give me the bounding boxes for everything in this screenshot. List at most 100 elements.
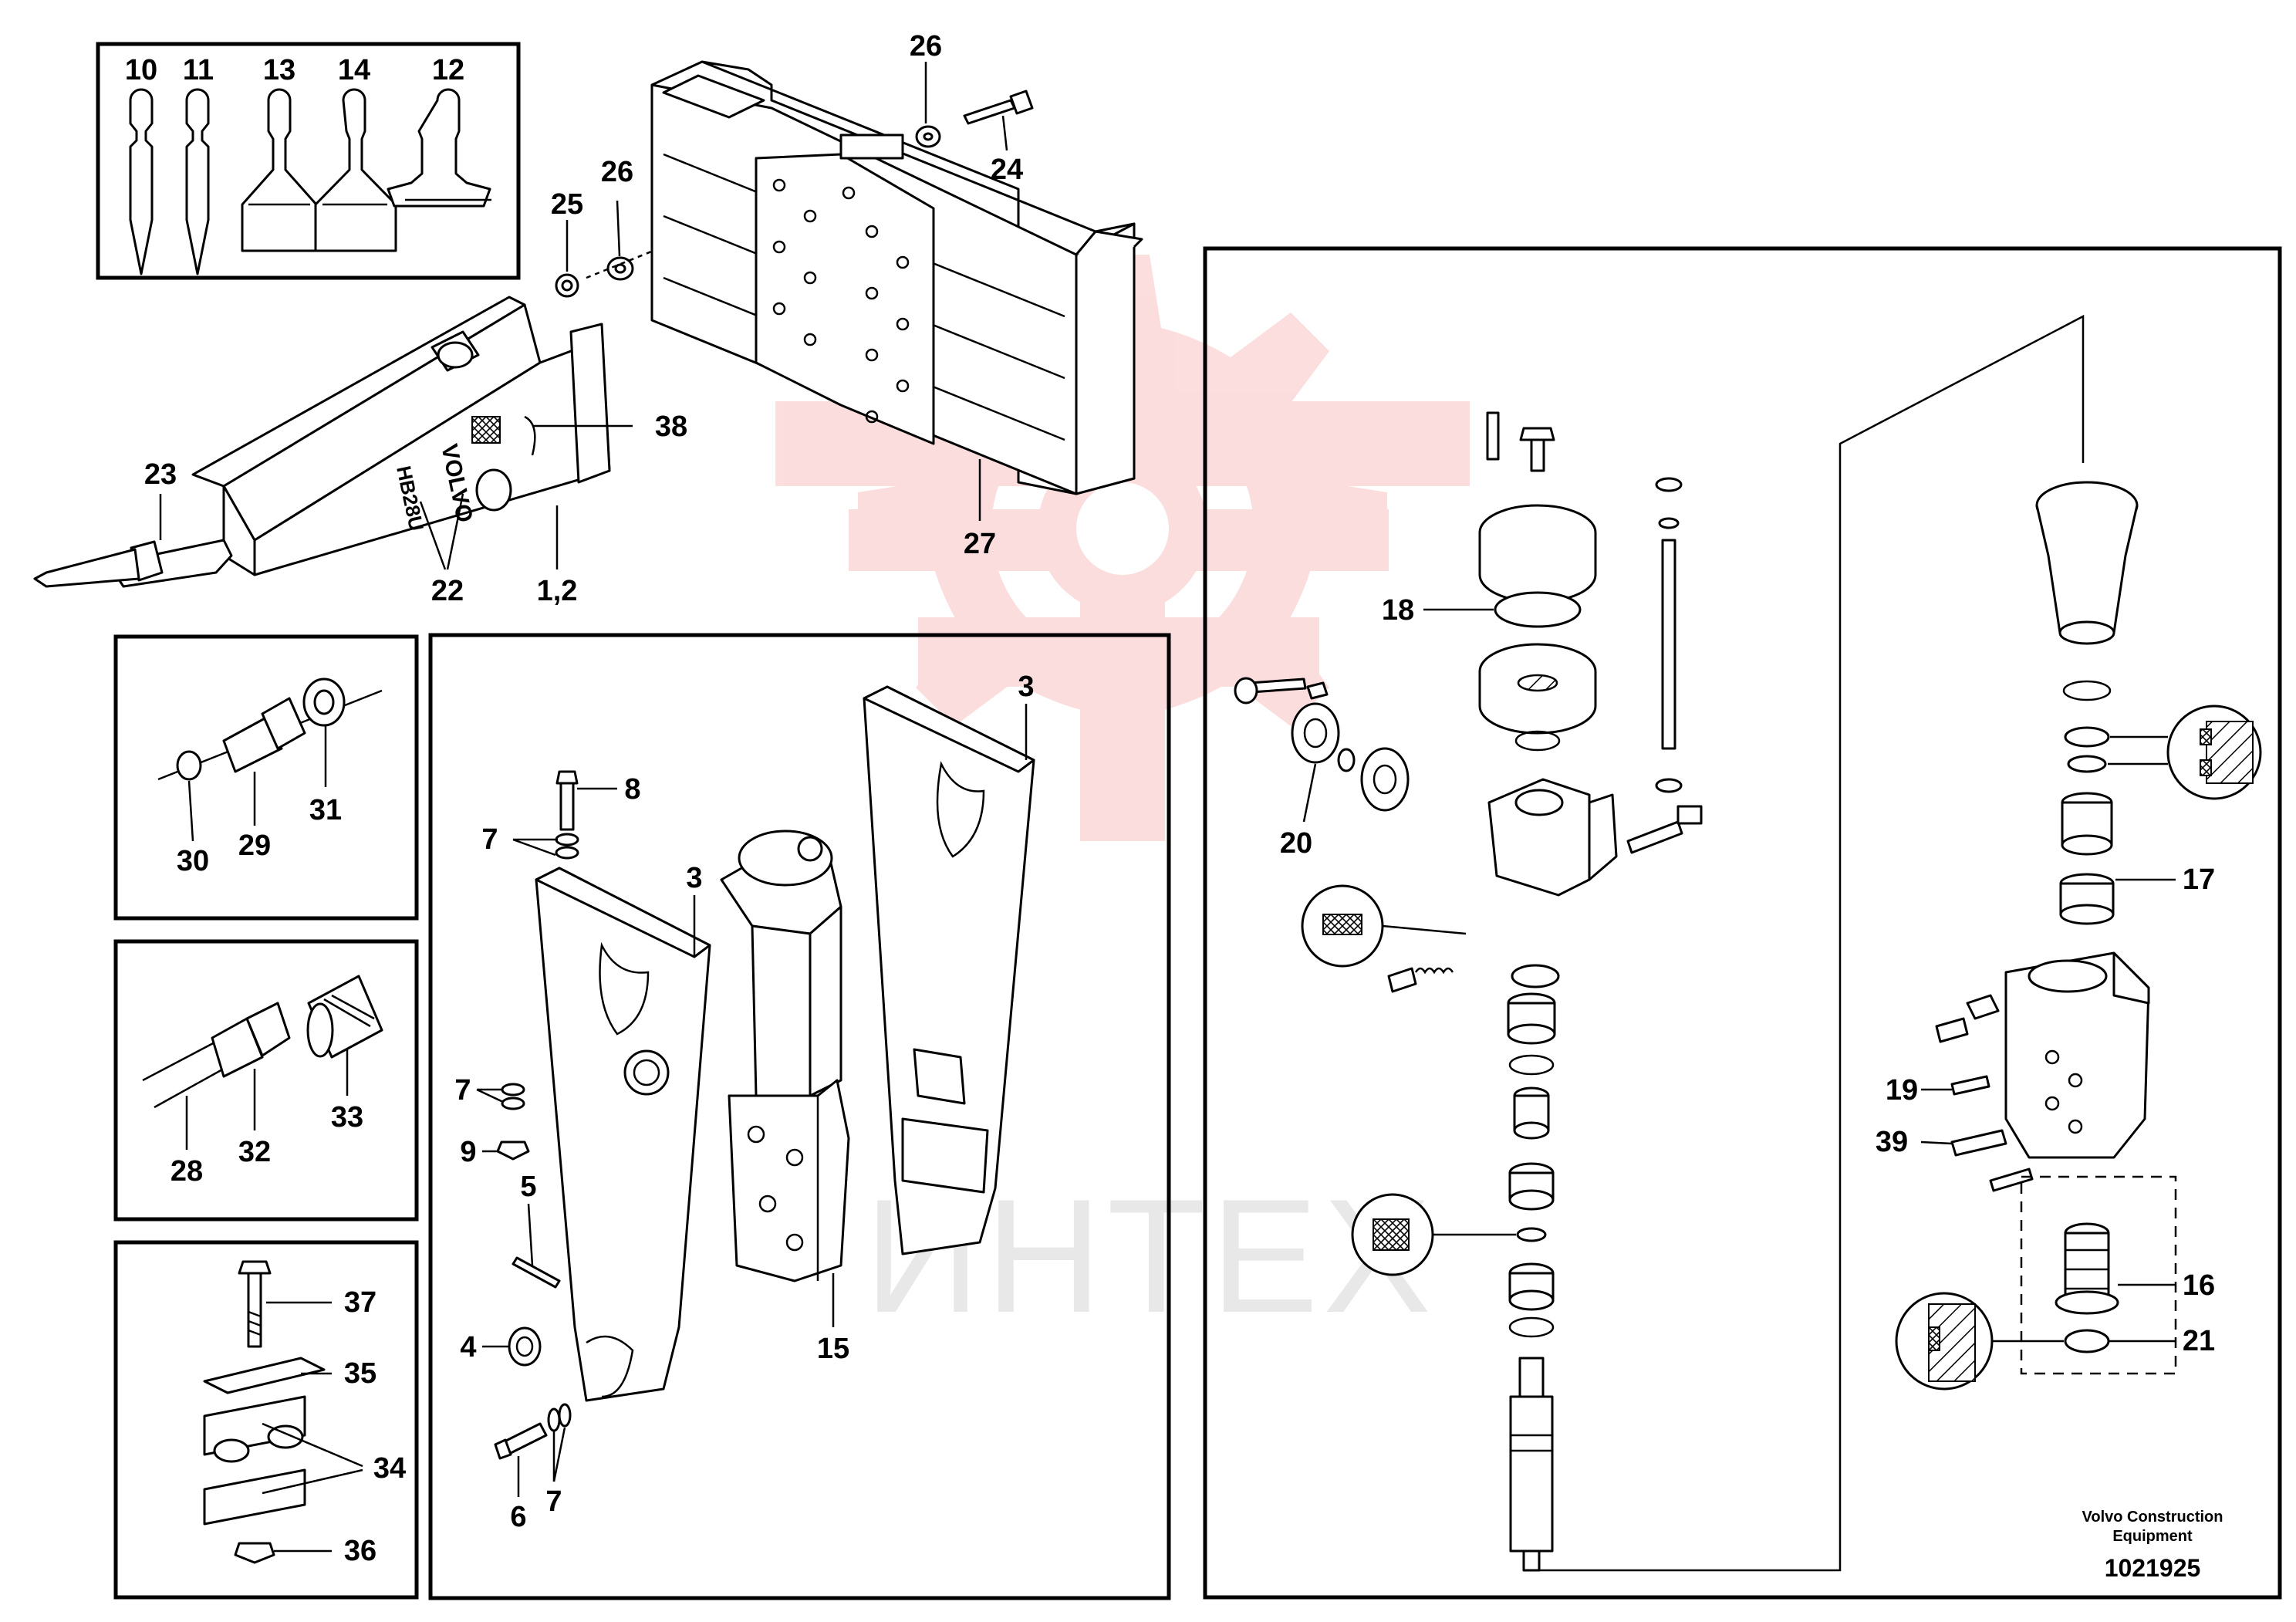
side-plate-3-left bbox=[535, 867, 711, 1402]
callout-28: 28 bbox=[171, 1155, 203, 1188]
callout-18: 18 bbox=[1382, 594, 1414, 627]
seal-detail-circle-3 bbox=[2166, 705, 2262, 800]
tool-blunt-13 bbox=[241, 88, 318, 252]
callout-1-2: 1,2 bbox=[537, 575, 578, 607]
callout-9: 9 bbox=[460, 1136, 476, 1168]
dashed-detail-box bbox=[2020, 1175, 2177, 1375]
pin-19 bbox=[1950, 1075, 1990, 1096]
fitting-29 bbox=[222, 697, 306, 773]
callout-20: 20 bbox=[1280, 827, 1312, 860]
callout-33: 33 bbox=[331, 1101, 363, 1134]
callout-30: 30 bbox=[177, 845, 209, 877]
callout-25: 25 bbox=[551, 188, 583, 221]
callout-10: 10 bbox=[125, 54, 157, 86]
callout-21: 21 bbox=[2183, 1325, 2215, 1357]
callout-7-top: 7 bbox=[481, 823, 498, 856]
callout-16: 16 bbox=[2183, 1269, 2215, 1302]
tie-rod bbox=[1655, 477, 1683, 793]
nut-36 bbox=[234, 1542, 275, 1564]
callout-26-upper: 26 bbox=[910, 30, 942, 63]
washers-7-mid bbox=[501, 1083, 525, 1110]
callout-12: 12 bbox=[432, 54, 464, 86]
o-ring-30 bbox=[176, 750, 202, 781]
ring-21 bbox=[2064, 1329, 2110, 1353]
bushing-4 bbox=[508, 1326, 542, 1367]
callout-39: 39 bbox=[1876, 1126, 1908, 1158]
callout-29: 29 bbox=[238, 830, 271, 862]
seal-detail-circle-2 bbox=[1351, 1193, 1434, 1276]
breaker-assembly: VOLVO HB28U bbox=[33, 296, 611, 588]
callout-13: 13 bbox=[263, 54, 295, 86]
callout-34: 34 bbox=[373, 1452, 406, 1485]
callout-22: 22 bbox=[431, 575, 464, 607]
panel-fitting-30-29-31 bbox=[113, 634, 419, 921]
callout-37: 37 bbox=[344, 1286, 376, 1319]
washers-7-top bbox=[555, 833, 579, 860]
washer-26-top bbox=[915, 125, 941, 148]
callout-31: 31 bbox=[309, 794, 342, 826]
plug-spring bbox=[1387, 967, 1454, 993]
caption-line-2: Equipment bbox=[2112, 1528, 2193, 1545]
tool-moil-point-11 bbox=[185, 88, 210, 275]
bolt-6 bbox=[494, 1422, 548, 1460]
bracket-bolt-holes bbox=[772, 178, 910, 424]
callout-24: 24 bbox=[991, 154, 1023, 186]
hose-fitting-32 bbox=[211, 1002, 291, 1078]
washer-31 bbox=[302, 678, 346, 727]
distributor-body bbox=[1487, 778, 1703, 897]
panel-hydraulic-exploded bbox=[1203, 246, 2282, 1600]
piston bbox=[1509, 1357, 1554, 1572]
bolt-37 bbox=[238, 1260, 272, 1348]
side-plate-3-right bbox=[863, 685, 1035, 1255]
tool-asphalt-cutter-12 bbox=[387, 88, 491, 208]
cylinder-body bbox=[1935, 951, 2150, 1159]
callout-35: 35 bbox=[344, 1357, 376, 1390]
callout-26-lower: 26 bbox=[601, 156, 633, 188]
callout-8: 8 bbox=[624, 773, 640, 806]
tool-blunt-14 bbox=[314, 88, 397, 252]
callout-36: 36 bbox=[344, 1535, 376, 1567]
hose-28 bbox=[142, 1040, 225, 1109]
bushing-16 bbox=[2055, 1222, 2119, 1315]
pin-5 bbox=[512, 1256, 561, 1289]
back-head-assembly bbox=[2035, 481, 2139, 925]
callout-3-right: 3 bbox=[1018, 671, 1034, 703]
bolt-24 bbox=[963, 90, 1034, 125]
washers-7-bottom bbox=[547, 1403, 572, 1432]
plate-35 bbox=[203, 1357, 326, 1394]
callout-19: 19 bbox=[1886, 1074, 1918, 1107]
piston-seal-stack bbox=[1507, 992, 1556, 1338]
callout-23: 23 bbox=[144, 458, 177, 491]
washer-25 bbox=[555, 273, 579, 298]
callout-5: 5 bbox=[520, 1171, 536, 1203]
decal-38 bbox=[471, 416, 501, 444]
clamp-halves-34 bbox=[203, 1395, 306, 1526]
callout-7-bottom: 7 bbox=[545, 1485, 562, 1518]
callout-4: 4 bbox=[460, 1331, 476, 1363]
callout-32: 32 bbox=[238, 1136, 271, 1168]
callout-14: 14 bbox=[338, 54, 370, 86]
callout-3-left: 3 bbox=[686, 862, 702, 894]
cylinder-head-18 bbox=[1478, 411, 1597, 752]
seal-detail-circle-1 bbox=[1301, 884, 1384, 968]
panel-clamp-37-35-34-36 bbox=[113, 1240, 419, 1600]
callout-6: 6 bbox=[510, 1501, 526, 1533]
callout-27: 27 bbox=[964, 528, 996, 560]
bolt-8 bbox=[555, 770, 579, 831]
callout-11: 11 bbox=[183, 54, 214, 86]
washer-26 bbox=[606, 256, 634, 281]
valve-assembly-20 bbox=[1234, 677, 1410, 812]
callout-38: 38 bbox=[655, 411, 687, 443]
cylinder-assembly-15 bbox=[720, 830, 850, 1282]
coupling-33 bbox=[306, 975, 383, 1059]
tool-chisel-10 bbox=[129, 88, 154, 275]
caption-line-1: Volvo Construction bbox=[2082, 1509, 2223, 1526]
panel-frame-assembly bbox=[428, 633, 1171, 1600]
callout-7-mid: 7 bbox=[454, 1074, 471, 1107]
panel-hose-28-32-33 bbox=[113, 939, 419, 1222]
document-number: 1021925 bbox=[2105, 1554, 2201, 1582]
nut-9 bbox=[496, 1140, 530, 1161]
tools-panel bbox=[96, 42, 521, 280]
assembly-flow-line bbox=[1535, 314, 2085, 1572]
